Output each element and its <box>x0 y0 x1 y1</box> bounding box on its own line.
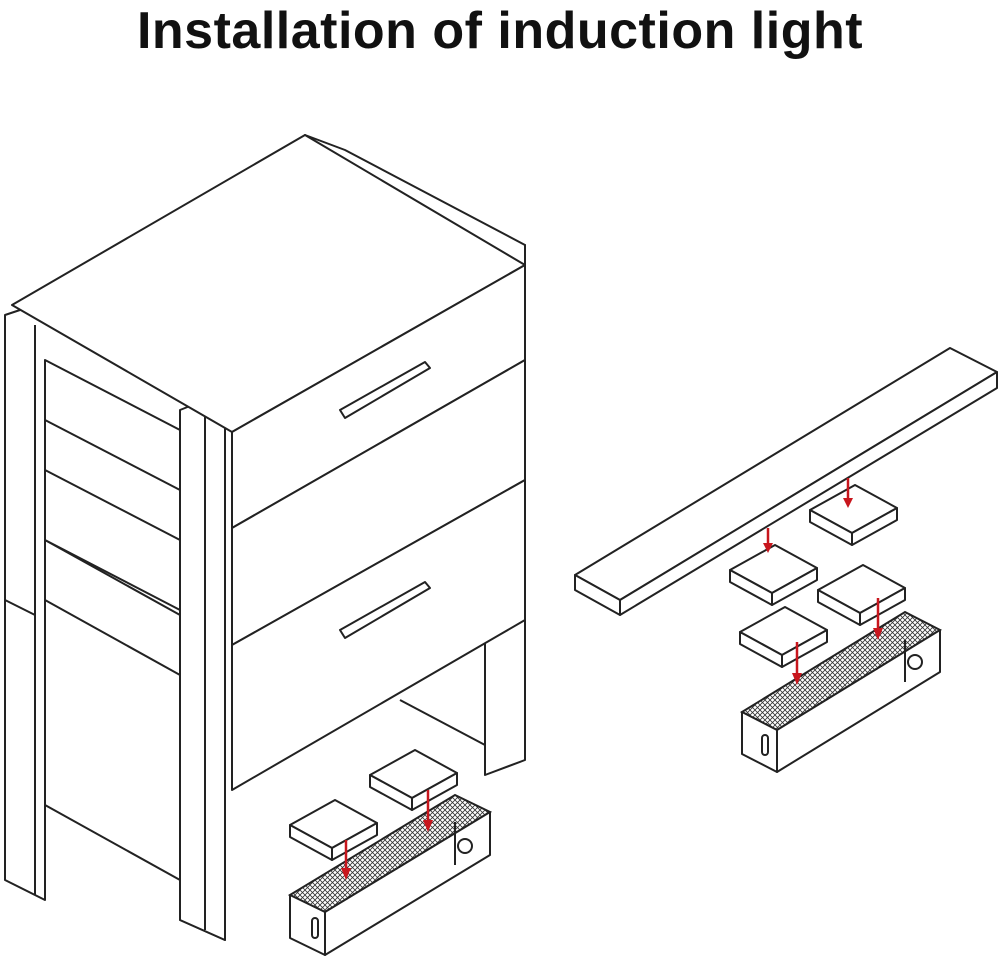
drawer-handle <box>339 361 431 419</box>
magnet-pads <box>289 484 906 861</box>
arrows <box>341 478 883 880</box>
nightstand <box>4 134 526 941</box>
diagram-title: Installation of induction light <box>136 2 864 60</box>
light-strip <box>574 347 998 616</box>
induction-light-right <box>739 610 943 773</box>
drawer-bottom <box>231 479 526 791</box>
drawer-handle <box>339 581 431 639</box>
induction-light-left <box>287 793 493 956</box>
